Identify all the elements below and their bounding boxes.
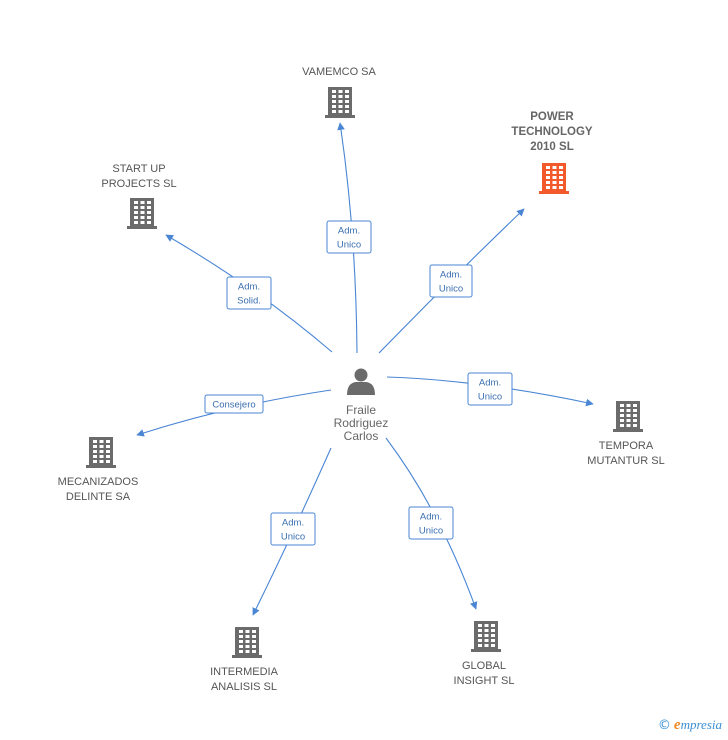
brand-initial: e <box>673 717 681 733</box>
company-name-line: INSIGHT SL <box>454 675 515 687</box>
company-name-line: PROJECTS SL <box>101 178 176 190</box>
role-label: Unico <box>337 240 361 251</box>
company-label-global[interactable]: GLOBAL INSIGHT SL <box>454 660 515 687</box>
role-label: Adm. <box>420 512 442 523</box>
company-label-tempora[interactable]: TEMPORA MUTANTUR SL <box>587 440 664 467</box>
role-label: Unico <box>419 526 443 537</box>
company-name-line: TEMPORA <box>599 440 654 452</box>
building-icon[interactable] <box>86 437 116 468</box>
role-label: Consejero <box>212 400 255 411</box>
company-name-line: INTERMEDIA <box>210 666 279 678</box>
building-icon[interactable] <box>613 401 643 432</box>
company-name-line: GLOBAL <box>462 660 506 672</box>
nodes-layer: VAMEMCO SA POWER TECHNOLOGY 2010 SL START UP… <box>58 66 665 693</box>
role-badge-vamemco[interactable]: Adm. Unico <box>326 220 372 254</box>
building-icon[interactable] <box>539 163 569 194</box>
brand-name: mpresia <box>680 717 722 732</box>
copyright-icon: © <box>657 718 671 733</box>
role-badge-mecanizados[interactable]: Consejero <box>204 394 264 414</box>
building-icon[interactable] <box>232 627 262 658</box>
company-name-line: POWER <box>530 111 574 123</box>
company-name-line: TECHNOLOGY <box>511 126 592 138</box>
brand-footer[interactable]: ©empresia <box>658 717 722 734</box>
company-label-startup[interactable]: START UP PROJECTS SL <box>101 163 176 190</box>
role-badge-global[interactable]: Adm. Unico <box>408 506 454 540</box>
company-name-line: DELINTE SA <box>66 491 131 503</box>
role-label: Unico <box>281 532 305 543</box>
role-label: Adm. <box>338 226 360 237</box>
building-icon[interactable] <box>325 87 355 118</box>
role-badge-startup[interactable]: Adm. Solid. <box>226 276 272 310</box>
company-name-line: MUTANTUR SL <box>587 455 664 467</box>
role-badge-intermedia[interactable]: Adm. Unico <box>270 512 316 546</box>
company-label-vamemco[interactable]: VAMEMCO SA <box>302 66 376 78</box>
person-name-line: Fraile <box>346 403 376 417</box>
company-name-line: START UP <box>112 163 165 175</box>
role-label: Adm. <box>440 270 462 281</box>
role-label: Adm. <box>479 378 501 389</box>
building-icon[interactable] <box>127 198 157 229</box>
person-icon <box>347 368 375 395</box>
role-label: Unico <box>478 392 502 403</box>
company-label-power[interactable]: POWER TECHNOLOGY 2010 SL <box>511 111 592 153</box>
role-label: Solid. <box>237 296 261 307</box>
building-icon[interactable] <box>471 621 501 652</box>
role-badge-tempora[interactable]: Adm. Unico <box>467 372 513 406</box>
company-name-line: 2010 SL <box>530 141 573 153</box>
company-label-mecanizados[interactable]: MECANIZADOS DELINTE SA <box>58 476 139 503</box>
edges-layer: Adm.UnicoAdm.UnicoAdm.Solid.Adm.UnicoCon… <box>136 122 594 616</box>
person-name-line: Carlos <box>344 429 379 443</box>
role-label: Adm. <box>238 282 260 293</box>
role-label: Unico <box>439 284 463 295</box>
role-label: Adm. <box>282 518 304 529</box>
company-name-line: MECANIZADOS <box>58 476 139 488</box>
company-label-intermedia[interactable]: INTERMEDIA ANALISIS SL <box>210 666 279 693</box>
role-badge-power[interactable]: Adm. Unico <box>429 264 473 298</box>
company-name-line: ANALISIS SL <box>211 681 277 693</box>
company-name-line: VAMEMCO SA <box>302 66 376 78</box>
person-name-line: Rodriguez <box>334 416 389 430</box>
